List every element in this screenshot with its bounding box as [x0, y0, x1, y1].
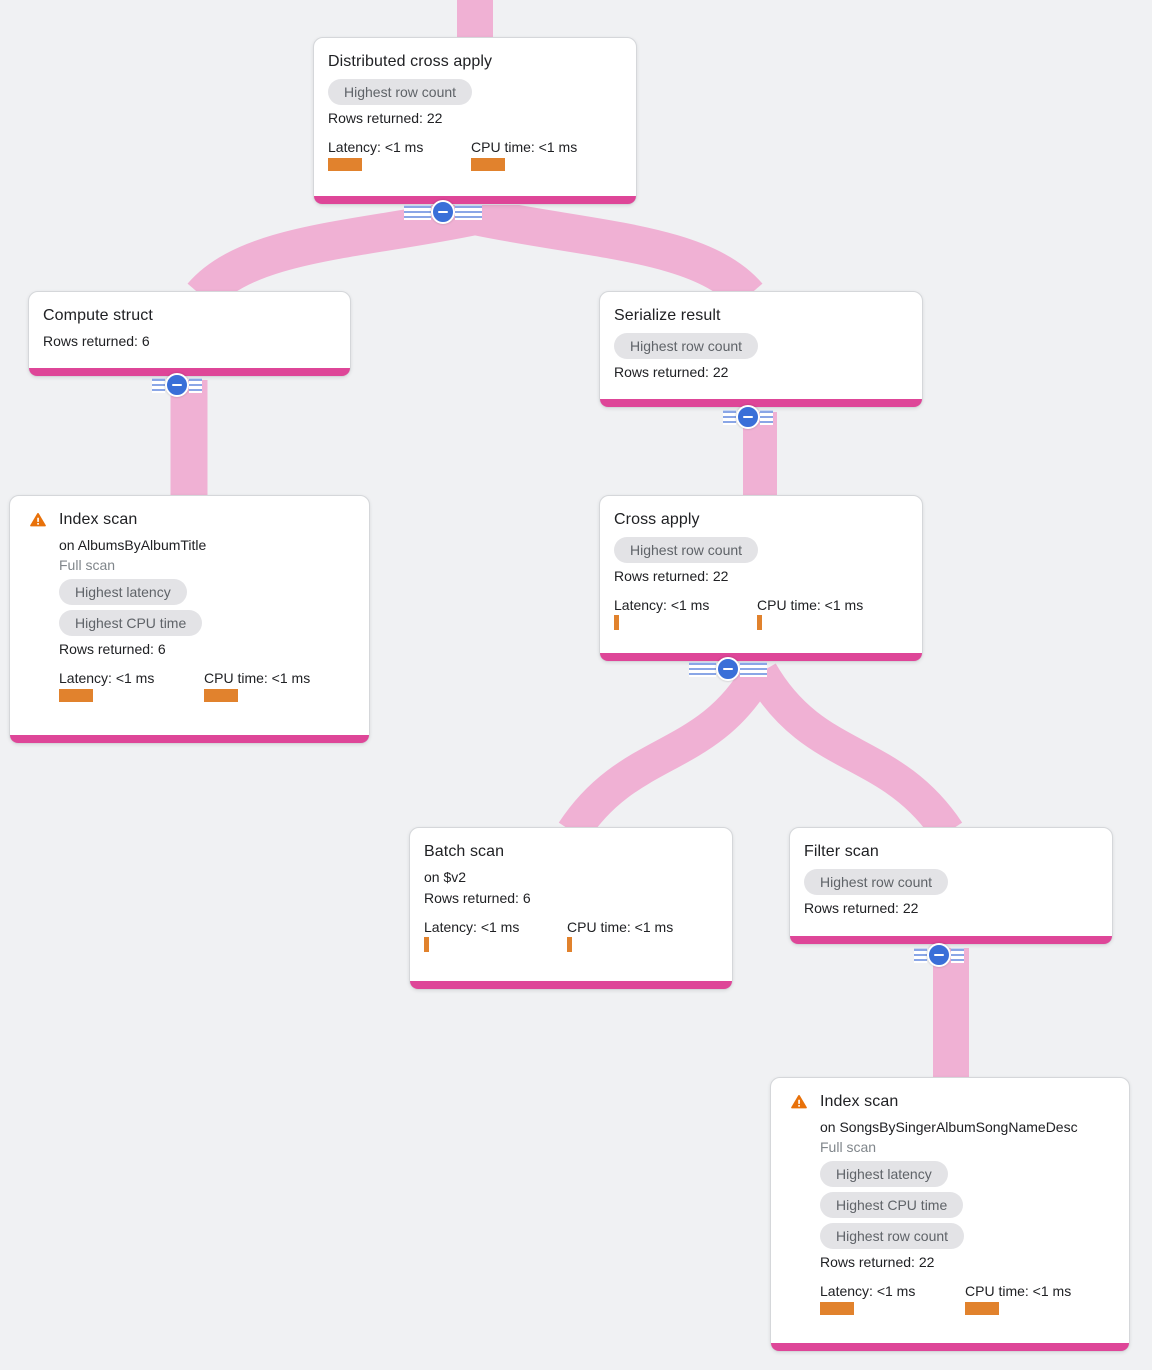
rows-returned: Rows returned: 22 [820, 1254, 935, 1270]
scan-type: Full scan [820, 1139, 877, 1155]
badge-highest-row-count: Highest row count [804, 869, 949, 895]
node-title: Batch scan [424, 843, 505, 860]
rows-returned: Rows returned: 6 [43, 333, 150, 349]
collapsed-rows-stripe [404, 204, 431, 220]
cpu-time-bar [567, 937, 572, 952]
latency-label: Latency: <1 ms [820, 1283, 916, 1299]
edge-cross-apply-to-batch-scan [558, 663, 774, 842]
latency-label: Latency: <1 ms [328, 139, 424, 155]
latency-bar [328, 158, 362, 171]
plan-node-serialize-result[interactable]: Serialize result Highest row count Rows … [599, 291, 923, 408]
warning-icon [790, 1093, 808, 1111]
plan-node-batch-scan[interactable]: Batch scan on $v2 Rows returned: 6 Laten… [409, 827, 733, 990]
latency-label: Latency: <1 ms [424, 919, 520, 935]
latency-bar [59, 689, 93, 702]
collapse-button-serialize-result[interactable] [723, 405, 773, 429]
cpu-time-label: CPU time: <1 ms [204, 670, 311, 686]
cpu-time-label: CPU time: <1 ms [965, 1283, 1072, 1299]
rows-returned: Rows returned: 22 [614, 364, 729, 380]
collapsed-rows-stripe [951, 947, 964, 963]
rows-returned: Rows returned: 22 [804, 900, 919, 916]
badge-highest-cpu-time: Highest CPU time [820, 1192, 964, 1218]
minus-icon [736, 405, 760, 429]
collapsed-rows-stripe [455, 204, 482, 220]
node-accent-bar [314, 196, 636, 204]
node-title: Index scan [59, 511, 138, 528]
plan-node-filter-scan[interactable]: Filter scan Highest row count Rows retur… [789, 827, 1113, 945]
warning-icon [29, 511, 47, 529]
node-accent-bar [410, 981, 732, 989]
edge-cross-apply-to-filter-scan [746, 663, 963, 842]
node-title: Filter scan [804, 843, 879, 860]
collapsed-rows-stripe [152, 377, 165, 393]
node-accent-bar [790, 936, 1112, 944]
badge-highest-row-count: Highest row count [614, 537, 759, 563]
node-accent-bar [29, 368, 350, 376]
plan-node-index-scan-songs[interactable]: Index scan on SongsBySingerAlbumSongName… [770, 1077, 1130, 1352]
latency-label: Latency: <1 ms [614, 597, 710, 613]
scan-target: on AlbumsByAlbumTitle [59, 537, 207, 553]
badge-highest-row-count: Highest row count [328, 79, 473, 105]
minus-icon [716, 657, 740, 681]
node-title: Distributed cross apply [328, 53, 493, 70]
collapse-button-cross-apply[interactable] [689, 657, 767, 681]
cpu-time-bar [965, 1302, 999, 1315]
minus-icon [431, 200, 455, 224]
plan-node-distributed-cross-apply[interactable]: Distributed cross apply Highest row coun… [313, 37, 637, 205]
collapsed-rows-stripe [914, 947, 927, 963]
cpu-time-label: CPU time: <1 ms [567, 919, 674, 935]
collapse-button-filter-scan[interactable] [914, 943, 964, 967]
collapsed-rows-stripe [189, 377, 202, 393]
node-accent-bar [771, 1343, 1129, 1351]
edge-distributed-to-compute-struct [187, 197, 479, 310]
node-title: Cross apply [614, 511, 700, 528]
cpu-time-label: CPU time: <1 ms [471, 139, 578, 155]
latency-label: Latency: <1 ms [59, 670, 155, 686]
edge-distributed-to-serialize-result [471, 197, 763, 310]
node-title: Compute struct [43, 307, 153, 324]
latency-bar [614, 615, 619, 630]
collapsed-rows-stripe [689, 661, 716, 677]
badge-highest-row-count: Highest row count [820, 1223, 965, 1249]
cpu-time-bar [471, 158, 505, 171]
collapse-button-compute-struct[interactable] [152, 373, 202, 397]
badge-highest-latency: Highest latency [820, 1161, 948, 1187]
scan-target: on SongsBySingerAlbumSongNameDesc [820, 1119, 1078, 1135]
node-accent-bar [600, 653, 922, 661]
badge-highest-row-count: Highest row count [614, 333, 759, 359]
node-accent-bar [10, 735, 369, 743]
collapsed-rows-stripe [760, 409, 773, 425]
cpu-time-bar [204, 689, 238, 702]
node-title: Index scan [820, 1093, 899, 1110]
scan-type: Full scan [59, 557, 116, 573]
node-accent-bar [600, 399, 922, 407]
latency-bar [424, 937, 429, 952]
rows-returned: Rows returned: 6 [424, 890, 531, 906]
collapse-button-distributed-cross-apply[interactable] [404, 200, 482, 224]
plan-node-index-scan-albums[interactable]: Index scan on AlbumsByAlbumTitle Full sc… [9, 495, 370, 744]
rows-returned: Rows returned: 22 [614, 568, 729, 584]
rows-returned: Rows returned: 22 [328, 110, 443, 126]
badge-highest-cpu-time: Highest CPU time [59, 610, 203, 636]
collapsed-rows-stripe [740, 661, 767, 677]
cpu-time-bar [757, 615, 762, 630]
collapsed-rows-stripe [723, 409, 736, 425]
node-title: Serialize result [614, 307, 721, 324]
minus-icon [927, 943, 951, 967]
latency-bar [820, 1302, 854, 1315]
plan-node-cross-apply[interactable]: Cross apply Highest row count Rows retur… [599, 495, 923, 662]
plan-node-compute-struct[interactable]: Compute struct Rows returned: 6 [28, 291, 351, 377]
badge-highest-latency: Highest latency [59, 579, 187, 605]
minus-icon [165, 373, 189, 397]
cpu-time-label: CPU time: <1 ms [757, 597, 864, 613]
rows-returned: Rows returned: 6 [59, 641, 166, 657]
scan-target: on $v2 [424, 869, 467, 885]
